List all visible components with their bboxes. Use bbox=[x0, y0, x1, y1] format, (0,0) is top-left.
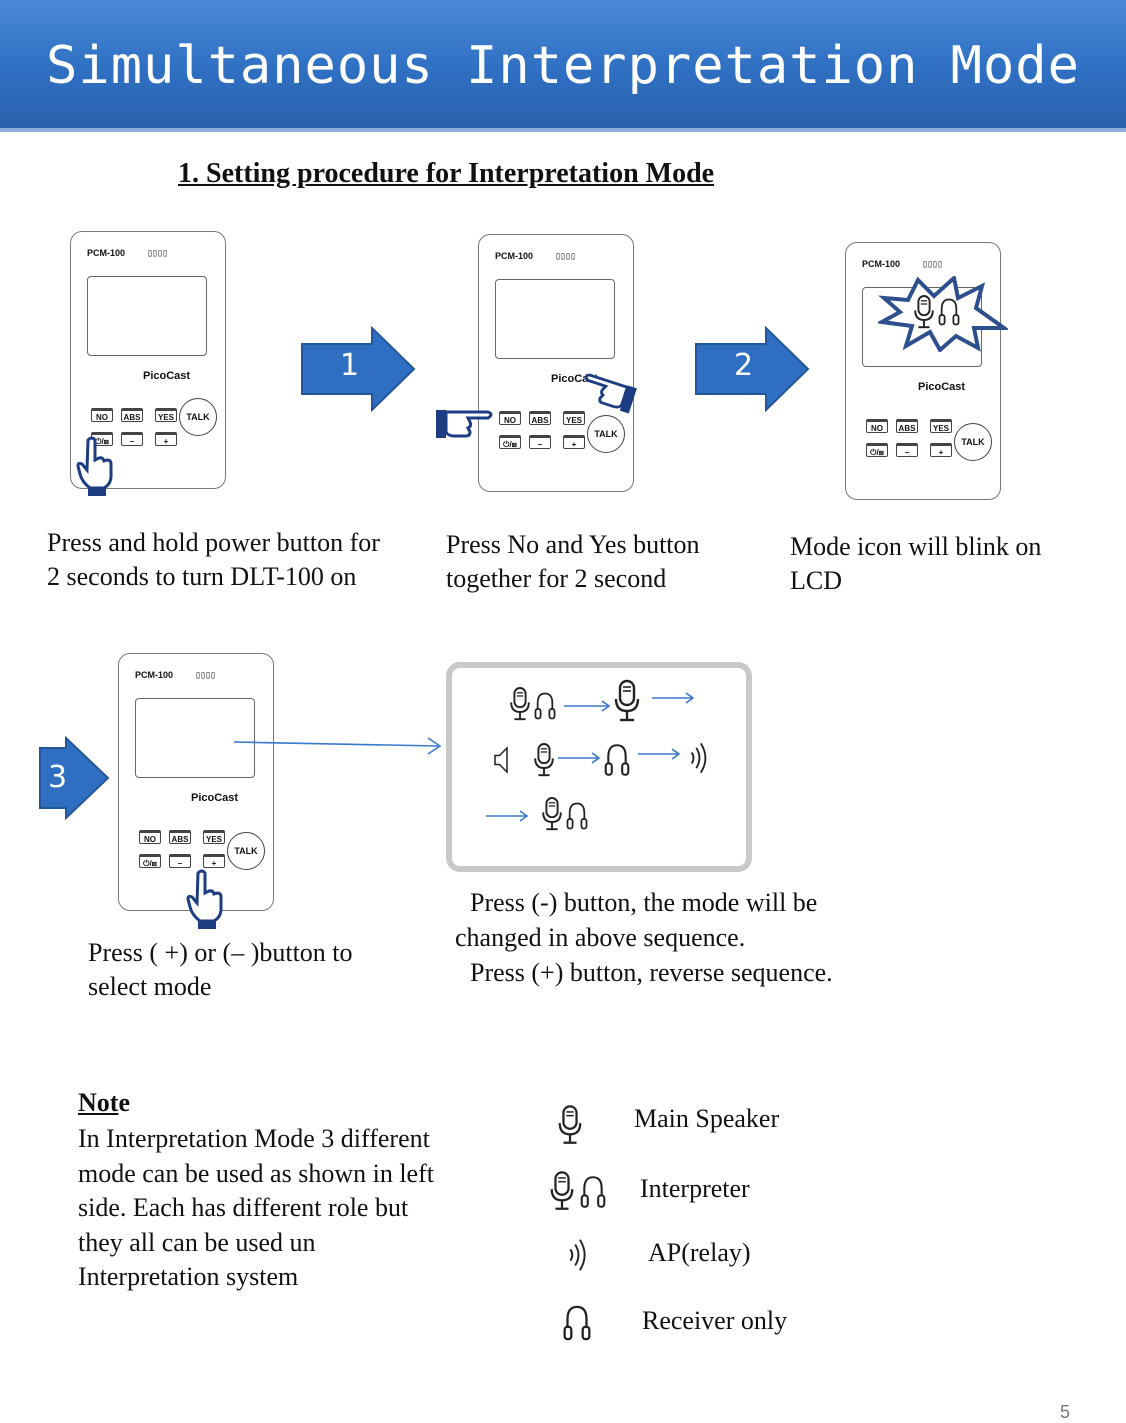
abs-button[interactable]: ABS bbox=[896, 419, 918, 433]
power-button[interactable]: ⏻/⊠ bbox=[499, 435, 521, 449]
plus-button[interactable]: + bbox=[563, 435, 585, 449]
sequence-caption-line-1: Press (-) button, the mode will be bbox=[470, 888, 818, 917]
mode-sequence-diagram bbox=[486, 679, 707, 831]
mode-sequence-panel bbox=[446, 662, 752, 872]
blinking-mode-icon bbox=[878, 276, 1008, 352]
device-model-label: PCM-100 bbox=[87, 248, 126, 258]
minus-button[interactable]: − bbox=[169, 854, 191, 868]
step-1-caption: Press and hold power button for 2 second… bbox=[47, 528, 380, 591]
abs-button[interactable]: ABS bbox=[121, 408, 143, 422]
plus-button[interactable]: + bbox=[203, 854, 225, 868]
note-title-underlined: Not bbox=[78, 1088, 119, 1117]
device-lcd bbox=[495, 279, 615, 359]
talk-button[interactable]: TALK bbox=[954, 423, 992, 461]
pointing-hand-icon bbox=[434, 408, 493, 440]
legend-receiver-only: Receiver only bbox=[642, 1306, 788, 1335]
talk-button[interactable]: TALK bbox=[587, 415, 625, 453]
power-button[interactable]: ⏻/⊠ bbox=[866, 443, 888, 457]
blink-caption: Mode icon will blink on LCD bbox=[790, 532, 1042, 595]
speaker-grill: ▯▯▯▯ bbox=[922, 259, 943, 270]
device-model-label: PCM-100 bbox=[135, 670, 174, 680]
step-arrow-3 bbox=[39, 736, 110, 820]
note-body: In Interpretation Mode 3 different mode … bbox=[78, 1124, 434, 1291]
headphone-icon bbox=[563, 1305, 591, 1341]
minus-button[interactable]: − bbox=[896, 443, 918, 457]
yes-button[interactable]: YES bbox=[155, 408, 177, 422]
step-arrow-2 bbox=[695, 326, 810, 412]
talk-button[interactable]: TALK bbox=[227, 832, 265, 870]
sequence-caption-line-3: Press (+) button, reverse sequence. bbox=[470, 958, 833, 987]
pointing-hand-icon bbox=[76, 436, 113, 496]
yes-button[interactable]: YES bbox=[930, 419, 952, 433]
microphone-headphone-icon bbox=[550, 1171, 606, 1210]
step-2-caption: Press No and Yes button together for 2 s… bbox=[446, 530, 700, 593]
page-number: 5 bbox=[1059, 1402, 1070, 1422]
abs-button[interactable]: ABS bbox=[169, 830, 191, 844]
speaker-grill: ▯▯▯▯ bbox=[147, 248, 168, 259]
plus-button[interactable]: + bbox=[930, 443, 952, 457]
legend-ap-relay: AP(relay) bbox=[648, 1238, 751, 1267]
legend-main-speaker: Main Speaker bbox=[634, 1104, 780, 1133]
relay-wave-icon bbox=[569, 1238, 586, 1272]
microphone-icon bbox=[558, 1105, 582, 1144]
device-brand: PicoCast bbox=[143, 370, 191, 382]
plus-button[interactable]: + bbox=[155, 432, 177, 446]
device-step-3: PCM-100 ▯▯▯▯ PicoCast NO ABS YES ⏻/⊠ − +… bbox=[118, 653, 274, 911]
page-title: Simultaneous Interpretation Mode bbox=[46, 36, 1080, 96]
no-button[interactable]: NO bbox=[866, 419, 888, 433]
pointing-hand-icon bbox=[186, 869, 223, 930]
device-brand: PicoCast bbox=[191, 792, 239, 804]
section-heading: 1. Setting procedure for Interpretation … bbox=[178, 158, 715, 189]
device-brand: PicoCast bbox=[918, 381, 966, 393]
legend-interpreter: Interpreter bbox=[640, 1174, 750, 1203]
abs-button[interactable]: ABS bbox=[529, 411, 551, 425]
step-arrow-1 bbox=[301, 326, 416, 412]
note-title: Note bbox=[78, 1088, 130, 1118]
no-button[interactable]: NO bbox=[499, 411, 521, 425]
power-button[interactable]: ⏻/⊠ bbox=[139, 854, 161, 868]
speaker-grill: ▯▯▯▯ bbox=[195, 670, 216, 681]
pointing-hand-icon bbox=[577, 370, 638, 414]
sequence-caption-line-2: changed in above sequence. bbox=[455, 923, 746, 952]
step-number-3: 3 bbox=[48, 760, 68, 795]
yes-button[interactable]: YES bbox=[203, 830, 225, 844]
no-button[interactable]: NO bbox=[139, 830, 161, 844]
device-model-label: PCM-100 bbox=[495, 251, 534, 261]
talk-button[interactable]: TALK bbox=[179, 398, 217, 436]
no-button[interactable]: NO bbox=[91, 408, 113, 422]
title-banner: Simultaneous Interpretation Mode bbox=[0, 0, 1126, 132]
device-model-label: PCM-100 bbox=[862, 259, 901, 269]
pointer-arrow bbox=[233, 737, 442, 755]
speaker-grill: ▯▯▯▯ bbox=[555, 251, 576, 262]
note-title-rest: e bbox=[118, 1088, 130, 1117]
minus-button[interactable]: − bbox=[121, 432, 143, 446]
minus-button[interactable]: − bbox=[529, 435, 551, 449]
device-step-2: PCM-100 ▯▯▯▯ PicoCast NO ABS YES ⏻/⊠ − +… bbox=[478, 234, 634, 492]
step-3-caption: Press ( +) or (– )button to select mode bbox=[88, 938, 353, 1001]
device-lcd bbox=[135, 698, 255, 778]
device-lcd bbox=[87, 276, 207, 356]
step-number-2: 2 bbox=[734, 348, 754, 383]
yes-button[interactable]: YES bbox=[563, 411, 585, 425]
step-number-1: 1 bbox=[340, 348, 360, 383]
